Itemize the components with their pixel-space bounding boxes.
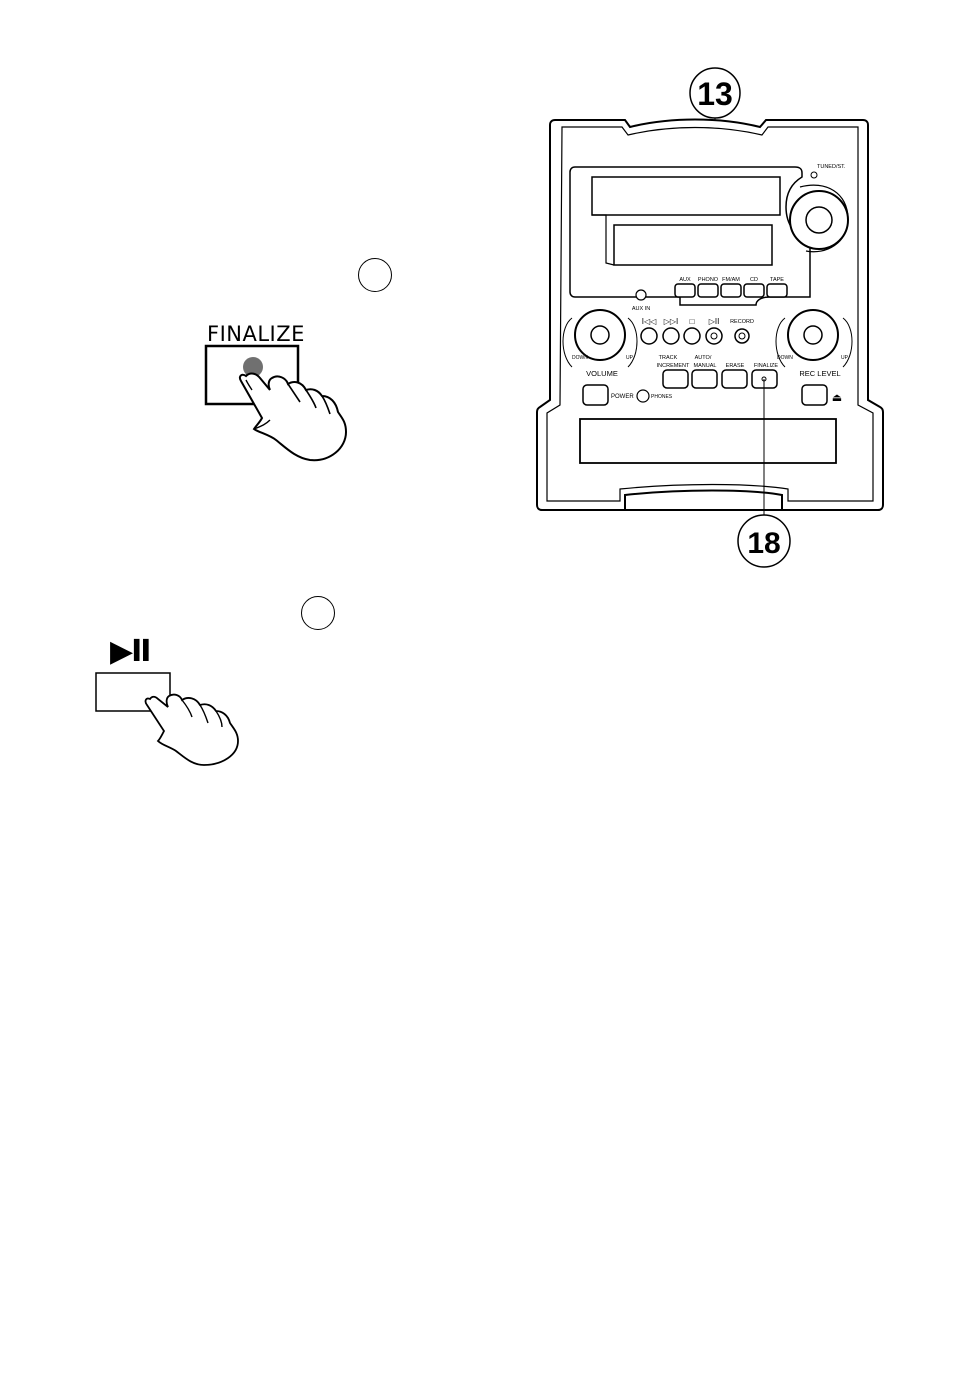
pointing-hand-icon [240,374,346,461]
disc-tray [580,419,836,463]
source-label-phono: PHONO [698,277,719,283]
source-label-aux: AUX [679,277,691,283]
aux-in-jack-icon [636,290,646,300]
step-number-circle-2 [301,596,335,630]
source-label-tape: TAPE [770,277,784,283]
aux-button[interactable] [675,284,695,297]
play-pause-label: ▶II [110,634,149,669]
rec-level-label: REC LEVEL [799,369,840,378]
track-label-1: TRACK [659,355,678,361]
transport-prev-symbol: I◁◁ [642,317,657,326]
source-label-fmam: FM/AM [722,277,740,283]
stop-button[interactable] [684,328,700,344]
finalize-press-illustration [190,340,360,470]
volume-up-label: UP [626,355,634,361]
volume-down-label: DOWN [572,355,588,361]
rec-level-down-label: DOWN [777,355,793,361]
tuned-st-label: TUNED/ST. [817,164,846,170]
eject-icon: ⏏ [832,392,842,404]
rec-level-up-label: UP [841,355,849,361]
track-label-2: INCREMENT [657,363,690,369]
eject-button[interactable] [802,385,827,405]
pointing-hand-icon [146,695,238,765]
callout-13: 13 [697,76,733,112]
power-label: POWER [611,394,634,400]
prev-track-button[interactable] [641,328,657,344]
auto-label-1: AUTO/ [695,355,712,361]
auto-manual-button[interactable] [692,370,717,388]
play-press-illustration [90,665,250,775]
finalize-panel-label: FINALIZE [754,363,778,369]
power-button[interactable] [583,385,608,405]
tuned-indicator-icon [811,172,817,178]
source-label-cd: CD [750,277,758,283]
cd-button[interactable] [744,284,764,297]
transport-play-symbol: ▷II [709,317,720,326]
phones-label: PHONES [651,394,673,400]
phono-button[interactable] [698,284,718,297]
phones-jack-icon [637,390,649,402]
erase-button[interactable] [722,370,747,388]
record-label: RECORD [730,319,754,325]
next-track-button[interactable] [663,328,679,344]
transport-next-symbol: ▷▷I [664,317,679,326]
device-front-panel: 13 TUNED/ST. AUX PHONO FM/AM CD TAPE AUX… [530,65,890,590]
track-increment-button[interactable] [663,370,688,388]
callout-18: 18 [747,527,780,560]
fm-am-button[interactable] [721,284,741,297]
auto-label-2: MANUAL [694,363,717,369]
tape-button[interactable] [767,284,787,297]
erase-label: ERASE [726,363,745,369]
step-number-circle-1 [358,258,392,292]
transport-stop-symbol: □ [690,317,695,326]
volume-label: VOLUME [586,369,618,378]
aux-in-label: AUX IN [632,306,650,312]
